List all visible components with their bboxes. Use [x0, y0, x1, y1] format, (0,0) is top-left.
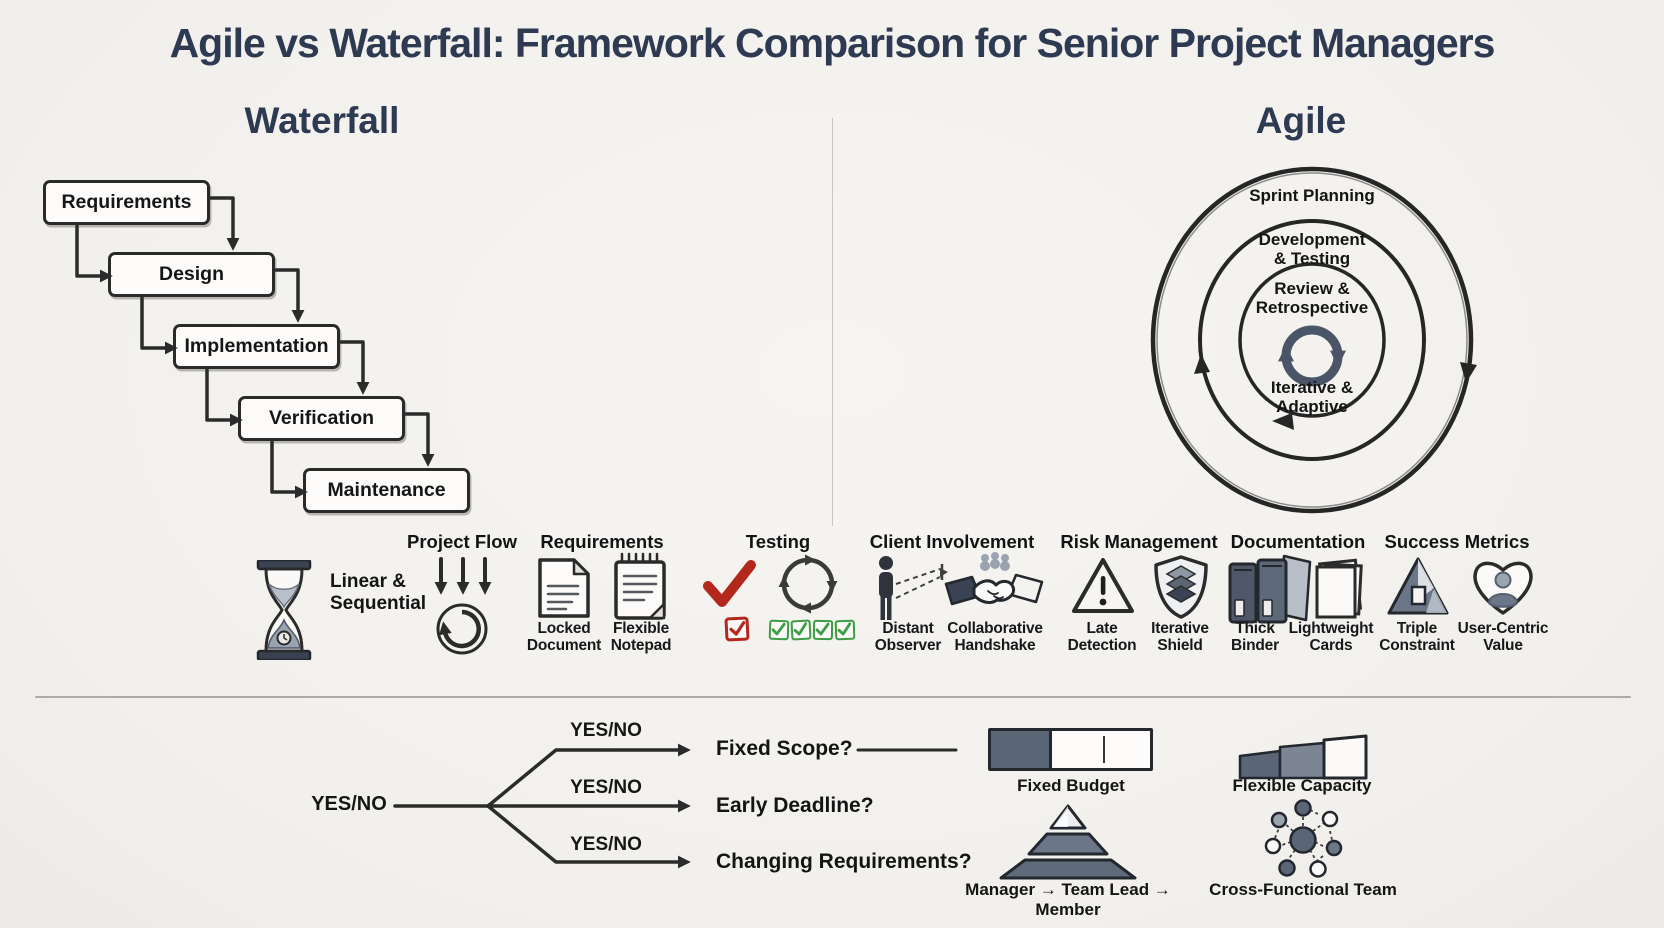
waterfall-step-implementation: Implementation [173, 324, 340, 369]
label-locked-document: Locked Document [526, 620, 602, 655]
header-testing: Testing [745, 531, 811, 552]
agile-center-caption: Iterative & Adaptive [1270, 378, 1354, 416]
warning-triangle-icon [1072, 558, 1134, 613]
section-divider [35, 696, 1631, 698]
question-fixed-scope: Fixed Scope? [716, 737, 853, 760]
network-icon [1264, 799, 1343, 878]
branch-label-1: YES/NO [570, 720, 642, 741]
label-iterative-shield: Iterative Shield [1151, 620, 1209, 655]
cards-icon [1315, 558, 1363, 619]
hierarchy-pyramid-icon [999, 804, 1137, 880]
waterfall-step-design: Design [108, 252, 275, 297]
user-heart-icon [1473, 561, 1533, 615]
label-lightweight-cards: Lightweight Cards [1288, 620, 1374, 655]
label-flexible-capacity: Flexible Capacity [1232, 776, 1372, 795]
label-late-detection: Late Detection [1067, 620, 1137, 655]
decision-root-label: YES/NO [311, 793, 387, 815]
waterfall-heading: Waterfall [244, 100, 400, 141]
header-project-flow: Project Flow [407, 531, 517, 552]
hourglass-icon [256, 560, 312, 660]
header-risk-management: Risk Management [1060, 531, 1218, 552]
green-checkbox-icon [768, 619, 790, 641]
label-fixed-budget: Fixed Budget [1017, 776, 1125, 795]
header-client-involvement: Client Involvement [869, 531, 1035, 552]
page-title: Agile vs Waterfall: Framework Comparison… [169, 20, 1496, 66]
label-cross-functional: Cross-Functional Team [1209, 880, 1397, 899]
waterfall-trait-label: Linear & Sequential [330, 571, 427, 614]
layered-shield-icon [1154, 555, 1208, 619]
outer-ring-arrowhead [1460, 362, 1477, 383]
label-user-centric-value: User-Centric Value [1457, 620, 1549, 655]
agile-heading: Agile [1255, 100, 1347, 141]
agile-cycle-diagram [1150, 166, 1477, 514]
locked-document-icon [538, 558, 590, 618]
label-triple-constraint: Triple Constraint [1379, 620, 1455, 655]
label-hierarchy: Manager → Team Lead → Member [965, 880, 1171, 919]
header-success-metrics: Success Metrics [1384, 531, 1530, 552]
budget-fill [991, 731, 1052, 768]
label-collaborative-handshake: Collaborative Handshake [947, 620, 1043, 655]
green-checkboxes [768, 619, 856, 641]
flexible-notepad-icon [614, 552, 666, 620]
question-early-deadline: Early Deadline? [716, 794, 874, 817]
green-checkbox-icon [790, 619, 812, 641]
red-checkmark-icon [703, 560, 756, 607]
cycle-arrow-icon [436, 603, 488, 655]
sync-icon [1278, 325, 1346, 387]
down-arrows-icon [434, 557, 492, 595]
agile-ring-label-development-testing: Development & Testing [1258, 230, 1366, 268]
budget-tick [1103, 736, 1105, 763]
label-distant-observer: Distant Observer [874, 620, 942, 655]
testing-cycle-icon [778, 554, 838, 614]
red-checkbox-icon [724, 616, 750, 642]
green-checkbox-icon [834, 619, 856, 641]
handshake-icon [944, 552, 1044, 606]
middle-ring-arrowhead [1194, 354, 1210, 374]
inner-ring-arrowhead [1272, 413, 1294, 430]
branch-label-3: YES/NO [570, 834, 642, 855]
binders-icon [1228, 554, 1312, 624]
waterfall-step-verification: Verification [238, 396, 405, 441]
label-flexible-notepad: Flexible Notepad [610, 620, 672, 655]
waterfall-step-requirements: Requirements [43, 180, 210, 225]
flexible-capacity-icon [1238, 734, 1368, 780]
label-thick-binder: Thick Binder [1231, 620, 1279, 655]
distant-observer-icon [879, 556, 948, 620]
branch-label-2: YES/NO [570, 777, 642, 798]
fixed-budget-bar [988, 728, 1153, 771]
triple-constraint-icon [1387, 557, 1449, 615]
waterfall-step-maintenance: Maintenance [303, 468, 470, 513]
header-documentation: Documentation [1230, 531, 1366, 552]
green-checkbox-icon [812, 619, 834, 641]
agile-ring-label-review-retrospective: Review & Retrospective [1255, 279, 1369, 317]
question-changing-requirements: Changing Requirements? [716, 850, 972, 873]
header-requirements: Requirements [540, 531, 664, 552]
agile-ring-label-sprint-planning: Sprint Planning [1249, 186, 1375, 205]
vertical-divider [832, 118, 833, 526]
